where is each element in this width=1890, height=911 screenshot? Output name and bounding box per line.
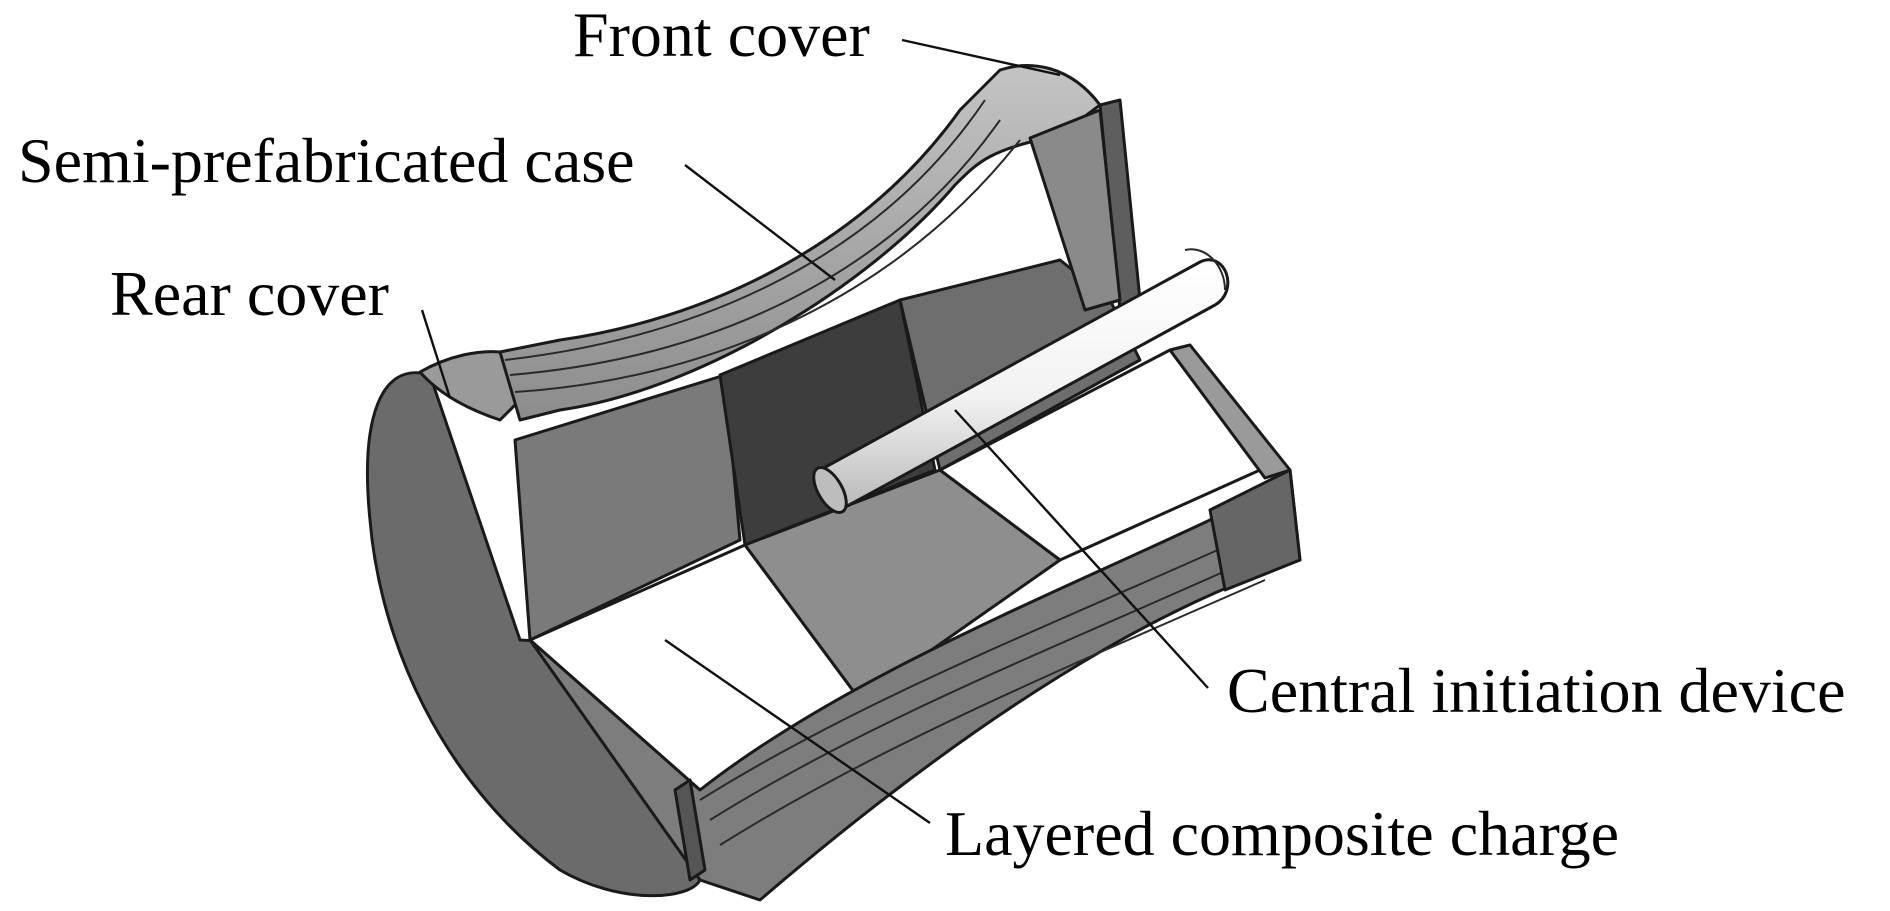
leader-lines — [420, 38, 1209, 824]
leader-layered-composite-charge — [664, 639, 931, 824]
central-initiation-rod — [812, 248, 1230, 514]
label-layered-composite-charge: Layered composite charge — [945, 798, 1619, 869]
charge-floor — [528, 343, 1292, 792]
label-central-initiation-device: Central initiation device — [1227, 655, 1845, 726]
leader-central-initiation-device — [954, 409, 1209, 689]
label-semi-prefabricated-case: Semi-prefabricated case — [18, 125, 635, 196]
upper-case-band — [498, 64, 1122, 422]
leader-rear-cover — [420, 309, 452, 399]
label-rear-cover: Rear cover — [110, 258, 389, 329]
leader-semi-prefabricated-case — [684, 164, 836, 281]
label-front-cover: Front cover — [573, 0, 870, 70]
leader-front-cover — [901, 38, 1061, 77]
